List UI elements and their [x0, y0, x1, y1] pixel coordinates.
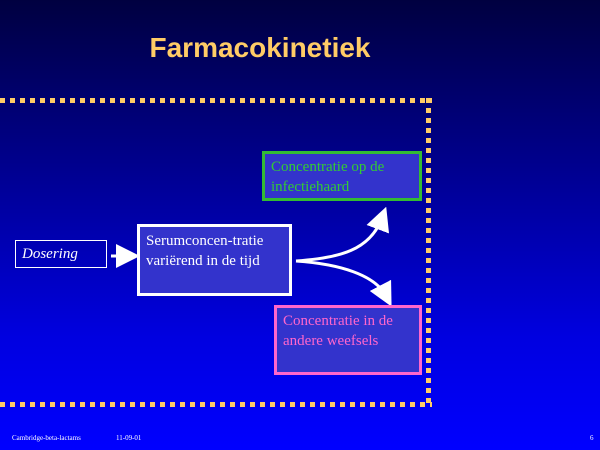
slide-title: Farmacokinetiek [149, 32, 371, 63]
arrow-to-weefsels [295, 259, 392, 307]
infectiehaard-box: Concentratie op de infectiehaard [262, 151, 422, 201]
dotted-border-right [426, 98, 431, 408]
footer-date: 11-09-01 [116, 434, 142, 442]
footer-text: Cambridge-beta-lactams [12, 434, 81, 442]
dosering-box: Dosering [15, 240, 107, 268]
arrow-to-infectiehaard [295, 206, 390, 263]
page-number: 6 [590, 434, 594, 442]
weefsels-box: Concentratie in de andere weefsels [274, 305, 422, 375]
dotted-border-bottom [0, 402, 432, 407]
serum-box: Serumconcen-tratie variërend in de tijd [137, 224, 292, 296]
dotted-border-top [0, 98, 432, 103]
